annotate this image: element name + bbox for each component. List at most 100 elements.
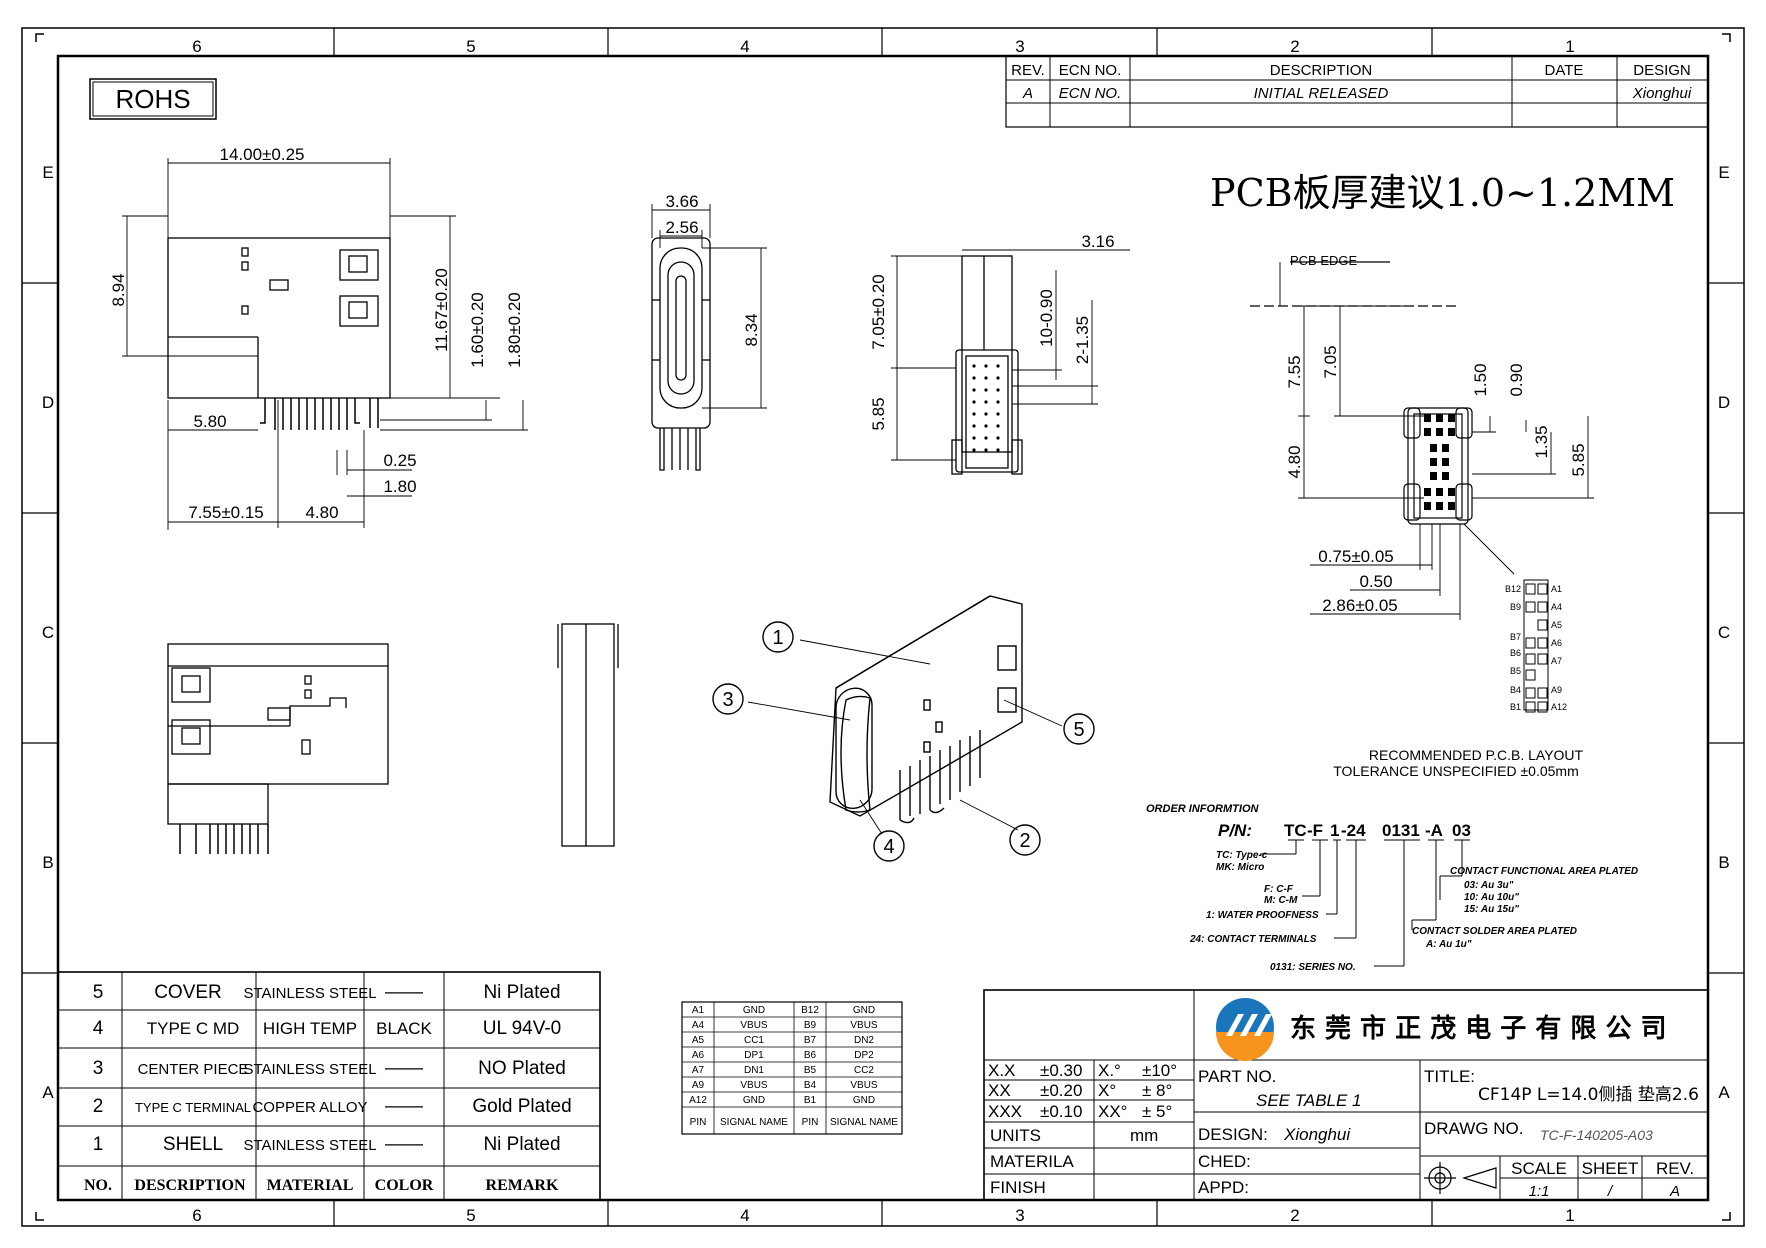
col-label-top: 1: [1565, 37, 1574, 56]
rev-label: REV.: [1656, 1159, 1694, 1178]
bom-remark: Gold Plated: [472, 1096, 571, 1117]
signal-pin: B12: [801, 1005, 819, 1016]
col-label-top: 3: [1015, 37, 1024, 56]
pad-labels: B12 B9 B7 B6 B5 B4 B1 A1 A4 A5 A6 A7 A9 …: [1505, 584, 1567, 712]
signal-pin: A6: [692, 1050, 705, 1061]
tol-angle-value: ±10°: [1142, 1061, 1177, 1080]
dim-pcb-7: 5.85: [1569, 443, 1588, 476]
drawing-no-label: DRAWG NO.: [1424, 1119, 1523, 1138]
row-label-right: B: [1718, 853, 1729, 872]
bom-description: CENTER PIECE: [138, 1061, 249, 1078]
functional-option: 10: Au 10u": [1464, 892, 1519, 903]
mk-option: MK: Micro: [1216, 862, 1264, 873]
pn-part: 1: [1330, 821, 1339, 840]
pad-label: B7: [1510, 632, 1521, 642]
dim-pcb-8: 0.75±0.05: [1318, 547, 1394, 566]
pcb-layout-note: RECOMMENDED P.C.B. LAYOUT: [1369, 747, 1584, 763]
signal-name: CC1: [744, 1035, 764, 1046]
sheet-label: SHEET: [1582, 1159, 1639, 1178]
balloon-2: 2: [1019, 830, 1030, 852]
water-option: 1: WATER PROOFNESS: [1206, 910, 1319, 921]
balloon-3: 3: [722, 689, 733, 711]
bom-no: 3: [93, 1058, 104, 1079]
tol-value: ±0.10: [1040, 1102, 1082, 1121]
balloon-4: 4: [883, 836, 894, 858]
title-label: TITLE:: [1424, 1067, 1475, 1086]
signal-pin: B6: [804, 1050, 817, 1061]
pad-label: A4: [1551, 602, 1562, 612]
signal-name: DP1: [744, 1050, 764, 1061]
col-label-top: 2: [1290, 37, 1299, 56]
col-label-bottom: 3: [1015, 1206, 1024, 1225]
pad-label: A12: [1551, 702, 1567, 712]
col-label-top: 6: [192, 37, 201, 56]
bom-material: HIGH TEMP: [263, 1019, 357, 1038]
pn-label: P/N:: [1218, 821, 1252, 840]
bom-no: 1: [93, 1134, 104, 1155]
row-label-right: E: [1718, 163, 1729, 182]
fc-option: F: C-F: [1264, 884, 1294, 895]
bom-header-color: COLOR: [375, 1177, 434, 1194]
signal-pin: B9: [804, 1020, 817, 1031]
bom-no: 4: [93, 1018, 104, 1039]
col-label-top: 4: [740, 37, 749, 56]
balloon-1: 1: [772, 627, 783, 649]
tol-angle-value: ± 8°: [1142, 1081, 1172, 1100]
pad-label: A1: [1551, 584, 1562, 594]
units-label: UNITS: [990, 1126, 1041, 1145]
signal-pin: A12: [689, 1095, 707, 1106]
dim-pcb-4: 1.50: [1471, 363, 1490, 396]
tol-value: ±0.30: [1040, 1061, 1082, 1080]
bom-header-material: MATERIAL: [267, 1177, 354, 1194]
row-label-left: D: [42, 393, 54, 412]
col-label-bottom: 6: [192, 1206, 201, 1225]
pn-part: TC: [1284, 821, 1307, 840]
balloon-5: 5: [1073, 719, 1084, 741]
dim-leg-1: 1.60±0.20: [468, 292, 487, 368]
pad-label: B1: [1510, 702, 1521, 712]
dim-pcb-1: 7.55: [1285, 355, 1304, 388]
bom-description: SHELL: [163, 1134, 223, 1155]
dim-pcb-10: 2.86±0.05: [1322, 596, 1398, 615]
pad-label: A5: [1551, 620, 1562, 630]
design-label: DESIGN:: [1198, 1125, 1268, 1144]
profile-view: [557, 623, 619, 847]
units-value: mm: [1130, 1126, 1158, 1145]
dim-pcb-2: 7.05: [1321, 345, 1340, 378]
rohs-badge: ROHS: [89, 78, 217, 120]
inner-frame: [56, 54, 1710, 1202]
order-information: ORDER INFORMTION P/N: TC -F 1 -24 0131 -…: [1146, 803, 1638, 973]
dim-width: 14.00±0.25: [220, 145, 305, 164]
row-label-right: D: [1718, 393, 1730, 412]
tol-angle-value: ± 5°: [1142, 1102, 1172, 1121]
part-no-label: PART NO.: [1198, 1067, 1276, 1086]
bom-description: TYPE C MD: [147, 1019, 240, 1038]
signal-pin: A7: [692, 1065, 705, 1076]
side-view: [891, 249, 1130, 475]
signal-name: DP2: [854, 1050, 874, 1061]
tol-value: ±0.20: [1040, 1081, 1082, 1100]
rev-header: REV.: [1011, 62, 1045, 79]
signal-name: DN2: [854, 1035, 874, 1046]
rohs-label: ROHS: [115, 84, 190, 114]
bom-color: BLACK: [376, 1019, 432, 1038]
signal-pin: A1: [692, 1005, 705, 1016]
bom-header-remark: REMARK: [486, 1177, 559, 1194]
tol-label: XXX: [988, 1102, 1022, 1121]
dim-pitch-count: 10-0.90: [1037, 289, 1056, 347]
col-label-bottom: 1: [1565, 1206, 1574, 1225]
series-option: 0131: SERIES NO.: [1270, 962, 1356, 973]
design-value: Xionghui: [1283, 1125, 1351, 1144]
dim-side-upper: 7.05±0.20: [869, 274, 888, 350]
dim-pcb-5: 0.90: [1507, 363, 1526, 396]
row-label-left: B: [42, 853, 53, 872]
pad-label: B5: [1510, 666, 1521, 676]
signal-name: GND: [853, 1005, 875, 1016]
tol-label: XX: [988, 1081, 1011, 1100]
dim-end-width: 3.66: [665, 192, 698, 211]
dim-pcb-6: 1.35: [1532, 425, 1551, 458]
projection-symbol-icon: [1424, 1162, 1497, 1194]
dim-base: 7.55±0.15: [188, 503, 264, 522]
bom-table: 5 COVER STAINLESS STEEL —— Ni Plated 4 T…: [57, 971, 601, 1201]
bom-remark: Ni Plated: [483, 982, 560, 1003]
